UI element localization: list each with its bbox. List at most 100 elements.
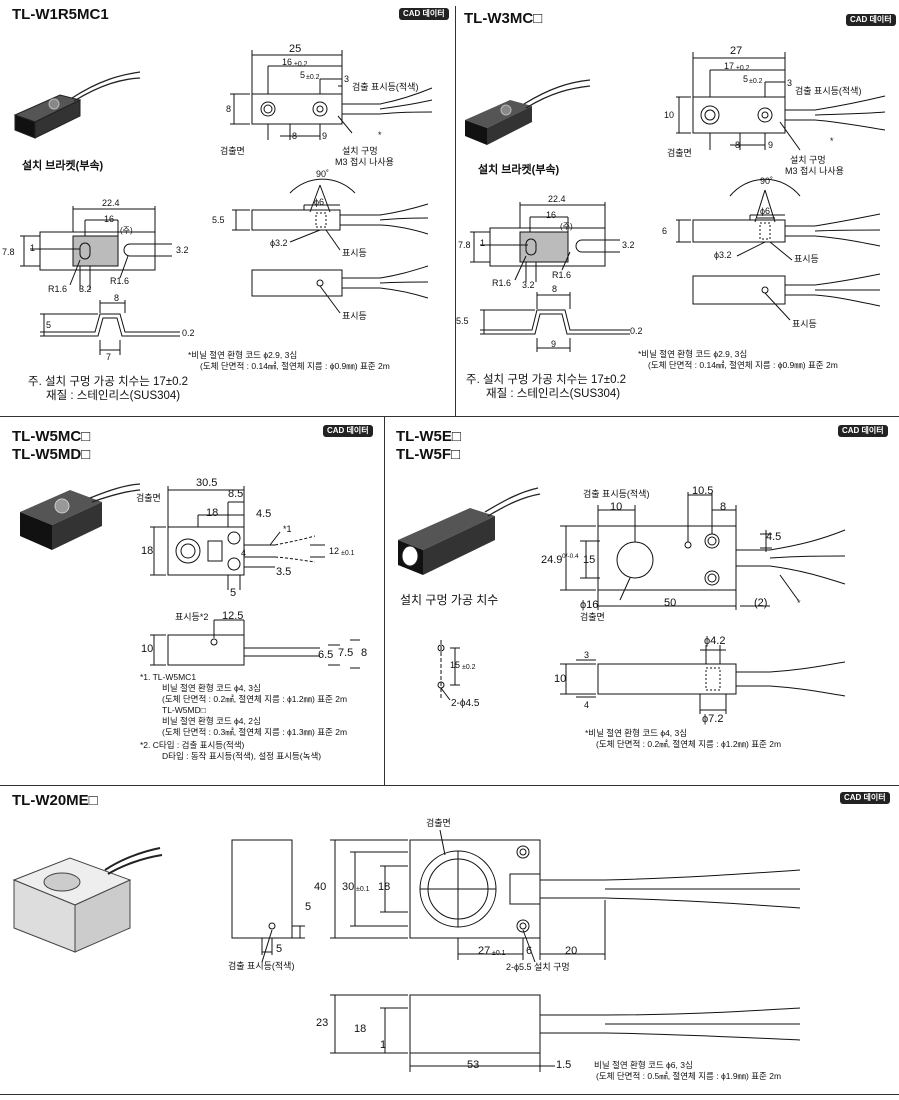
s5-dim-30: 30 <box>342 881 355 893</box>
s5-dim-40: 40 <box>314 881 327 893</box>
s1-bracket-dim-16: 16 <box>104 214 115 224</box>
s5-dim-5b: 5 <box>276 943 283 955</box>
s1-bracket-dim-0-2: 0.2 <box>182 328 195 338</box>
s2-indicator1-label: 표시등 <box>794 254 819 264</box>
s5-dim-5a: 5 <box>305 901 312 913</box>
s2-drawings <box>465 52 886 352</box>
s3-note2-b: D타입 : 동작 표시등(적색), 설정 표시등(녹색) <box>162 751 322 761</box>
s4-dim-24-9-tol: 0/-0.4 <box>562 553 579 560</box>
s2-note-mount: 주. 설치 구멍 가공 치수는 17±0.2 <box>466 374 627 386</box>
s5-dim-18: 18 <box>378 881 391 893</box>
cad-data-badge[interactable]: CAD 데이터 <box>840 792 890 804</box>
cad-data-badge[interactable]: CAD 데이터 <box>838 425 888 437</box>
s1-dim-phi6: ϕ6 <box>314 197 325 207</box>
s2-dim-phi6: ϕ6 <box>760 206 771 216</box>
s4-cable-note1: *비닐 절연 환형 코드 ϕ4, 3심 <box>585 728 688 738</box>
s5-mount-holes: 2-ϕ5.5 설치 구멍 <box>506 962 570 972</box>
s4-side-dim-4: 4 <box>584 700 590 710</box>
s5-dim-27-tol: ±0.1 <box>492 950 506 957</box>
s2-dim-10: 10 <box>664 110 675 120</box>
s2-bracket-dim-3-2: 3.2 <box>522 280 535 290</box>
s5-dim-23: 23 <box>316 1017 329 1029</box>
s5-dim-53: 53 <box>467 1059 480 1071</box>
s5-face-label: 검출면 <box>426 818 451 828</box>
s2-dim-phi3-2: ϕ3.2 <box>714 250 732 260</box>
s1-face-label: 검출면 <box>220 146 245 156</box>
s3-dim-4: 4 <box>241 548 247 558</box>
s2-bracket-dim-3-2r: 3.2 <box>622 240 635 250</box>
cad-data-badge[interactable]: CAD 데이터 <box>846 14 896 26</box>
s3-note2-a: *2. C타입 : 검출 표시등(적색) <box>140 740 245 750</box>
s3-face-label: 검출면 <box>136 493 161 503</box>
s2-bracket-dim-22-4: 22.4 <box>548 194 566 204</box>
s1-bracket-dim-3-2: 3.2 <box>79 284 92 294</box>
s4-mount-label: 설치 구멍 가공 치수 <box>400 593 499 607</box>
s1-dim-8: 8 <box>226 104 232 114</box>
s5-indicator-label: 검출 표시등(적색) <box>228 961 295 971</box>
s4-face-label: 검출면 <box>580 612 605 622</box>
s3-note1-d: TL-W5MD□ <box>162 705 206 715</box>
s1-dim-25: 25 <box>289 43 302 55</box>
s1-dim-5-5: 5.5 <box>212 215 225 225</box>
section-title-2: TL-W5MD□ <box>12 446 91 463</box>
s1-star: * <box>378 130 382 140</box>
s2-bracket-dim-16: 16 <box>546 210 557 220</box>
s1-cable-note2: (도체 단면적 : 0.14㎟, 절연체 지름 : ϕ0.9㎜) 표준 2m <box>200 361 390 371</box>
s4-dim-2: (2) <box>754 597 768 609</box>
section-title-1: TL-W5MC□ <box>12 428 91 445</box>
sensor-photo <box>12 847 163 953</box>
divider-horizontal-bottom <box>0 1094 899 1095</box>
s2-indicator2-label: 표시등 <box>792 319 817 329</box>
sensor-photo <box>398 487 541 575</box>
s2-bracket-r16b: R1.6 <box>552 270 572 280</box>
s4-side-dim-3: 3 <box>584 650 590 660</box>
s5-cable-note1: 비닐 절연 환형 코드 ϕ6, 3심 <box>594 1060 693 1070</box>
s2-dim-5-tol: ±0.2 <box>749 78 763 85</box>
s4-drawings <box>398 487 846 714</box>
s1-bracket-r16b: R1.6 <box>110 276 130 286</box>
s1-note-material: 재질 : 스테인리스(SUS304) <box>46 390 181 402</box>
s3-dim-10: 10 <box>141 643 154 655</box>
s3-dim-18: 18 <box>206 507 219 519</box>
s4-mount-dim-15: 15 <box>450 660 461 670</box>
s3-dim-3-5: 3.5 <box>276 566 292 578</box>
divider-horizontal-1 <box>0 416 899 417</box>
s1-bracket-dim-3-2r: 3.2 <box>176 245 189 255</box>
section-title: TL-W3MC□ <box>464 10 543 27</box>
s1-dim-8b: 8 <box>292 131 298 141</box>
s1-dim-90: 90˚ <box>316 169 330 179</box>
s3-note1-b: 비닐 절연 환형 코드 ϕ4, 3심 <box>162 683 261 693</box>
s2-dim-5: 5 <box>743 74 749 84</box>
s1-dim-9: 9 <box>322 131 328 141</box>
s3-note1-f: (도체 단면적 : 0.3㎟, 절연체 지름 : ϕ1.3㎜) 표준 2m <box>162 727 348 737</box>
s1-drawings <box>13 50 433 355</box>
s4-cable-note2: (도체 단면적 : 0.2㎟, 절연체 지름 : ϕ1.2㎜) 표준 2m <box>596 739 782 749</box>
s1-cable-note1: *비닐 절연 환형 코드 ϕ2.9, 3심 <box>188 350 298 360</box>
s1-bracket-dim-5: 5 <box>46 320 52 330</box>
s5-dim-1-5: 1.5 <box>556 1059 572 1071</box>
s2-star: * <box>830 136 834 146</box>
s1-bracket-label: 설치 브라켓(부속) <box>22 160 104 172</box>
s2-bracket-r16a: R1.6 <box>492 278 512 288</box>
s4-star: * <box>797 598 801 608</box>
s1-dim-phi3-2: ϕ3.2 <box>270 238 288 248</box>
divider-vertical-mid <box>384 417 385 785</box>
s3-note1-a: *1. TL-W5MC1 <box>140 672 197 682</box>
s3-dim-12-tol: ±0.1 <box>341 550 355 557</box>
s1-bracket-dim-7: 7 <box>106 352 112 362</box>
cad-data-badge[interactable]: CAD 데이터 <box>399 8 449 20</box>
s4-dim-8: 8 <box>720 501 727 513</box>
s4-mount-holes: 2-ϕ4.5 <box>451 698 480 709</box>
section-title-1: TL-W5E□ <box>396 428 461 445</box>
s5-dim-6: 6 <box>526 945 533 957</box>
s4-dim-15: 15 <box>583 554 596 566</box>
s2-cable-note2: (도체 단면적 : 0.14㎟, 절연체 지름 : ϕ0.9㎜) 표준 2m <box>648 360 838 370</box>
cad-data-badge[interactable]: CAD 데이터 <box>323 425 373 437</box>
s2-bracket-label: 설치 브라켓(부속) <box>478 164 560 176</box>
divider-vertical-top <box>455 6 456 416</box>
s2-dim-8: 8 <box>735 140 741 150</box>
s4-dim-50: 50 <box>664 597 677 609</box>
s4-dim-24-9: 24.9 <box>541 554 563 566</box>
s3-dim-6-5: 6.5 <box>318 649 334 661</box>
s4-dim-phi16: ϕ16 <box>580 599 599 611</box>
